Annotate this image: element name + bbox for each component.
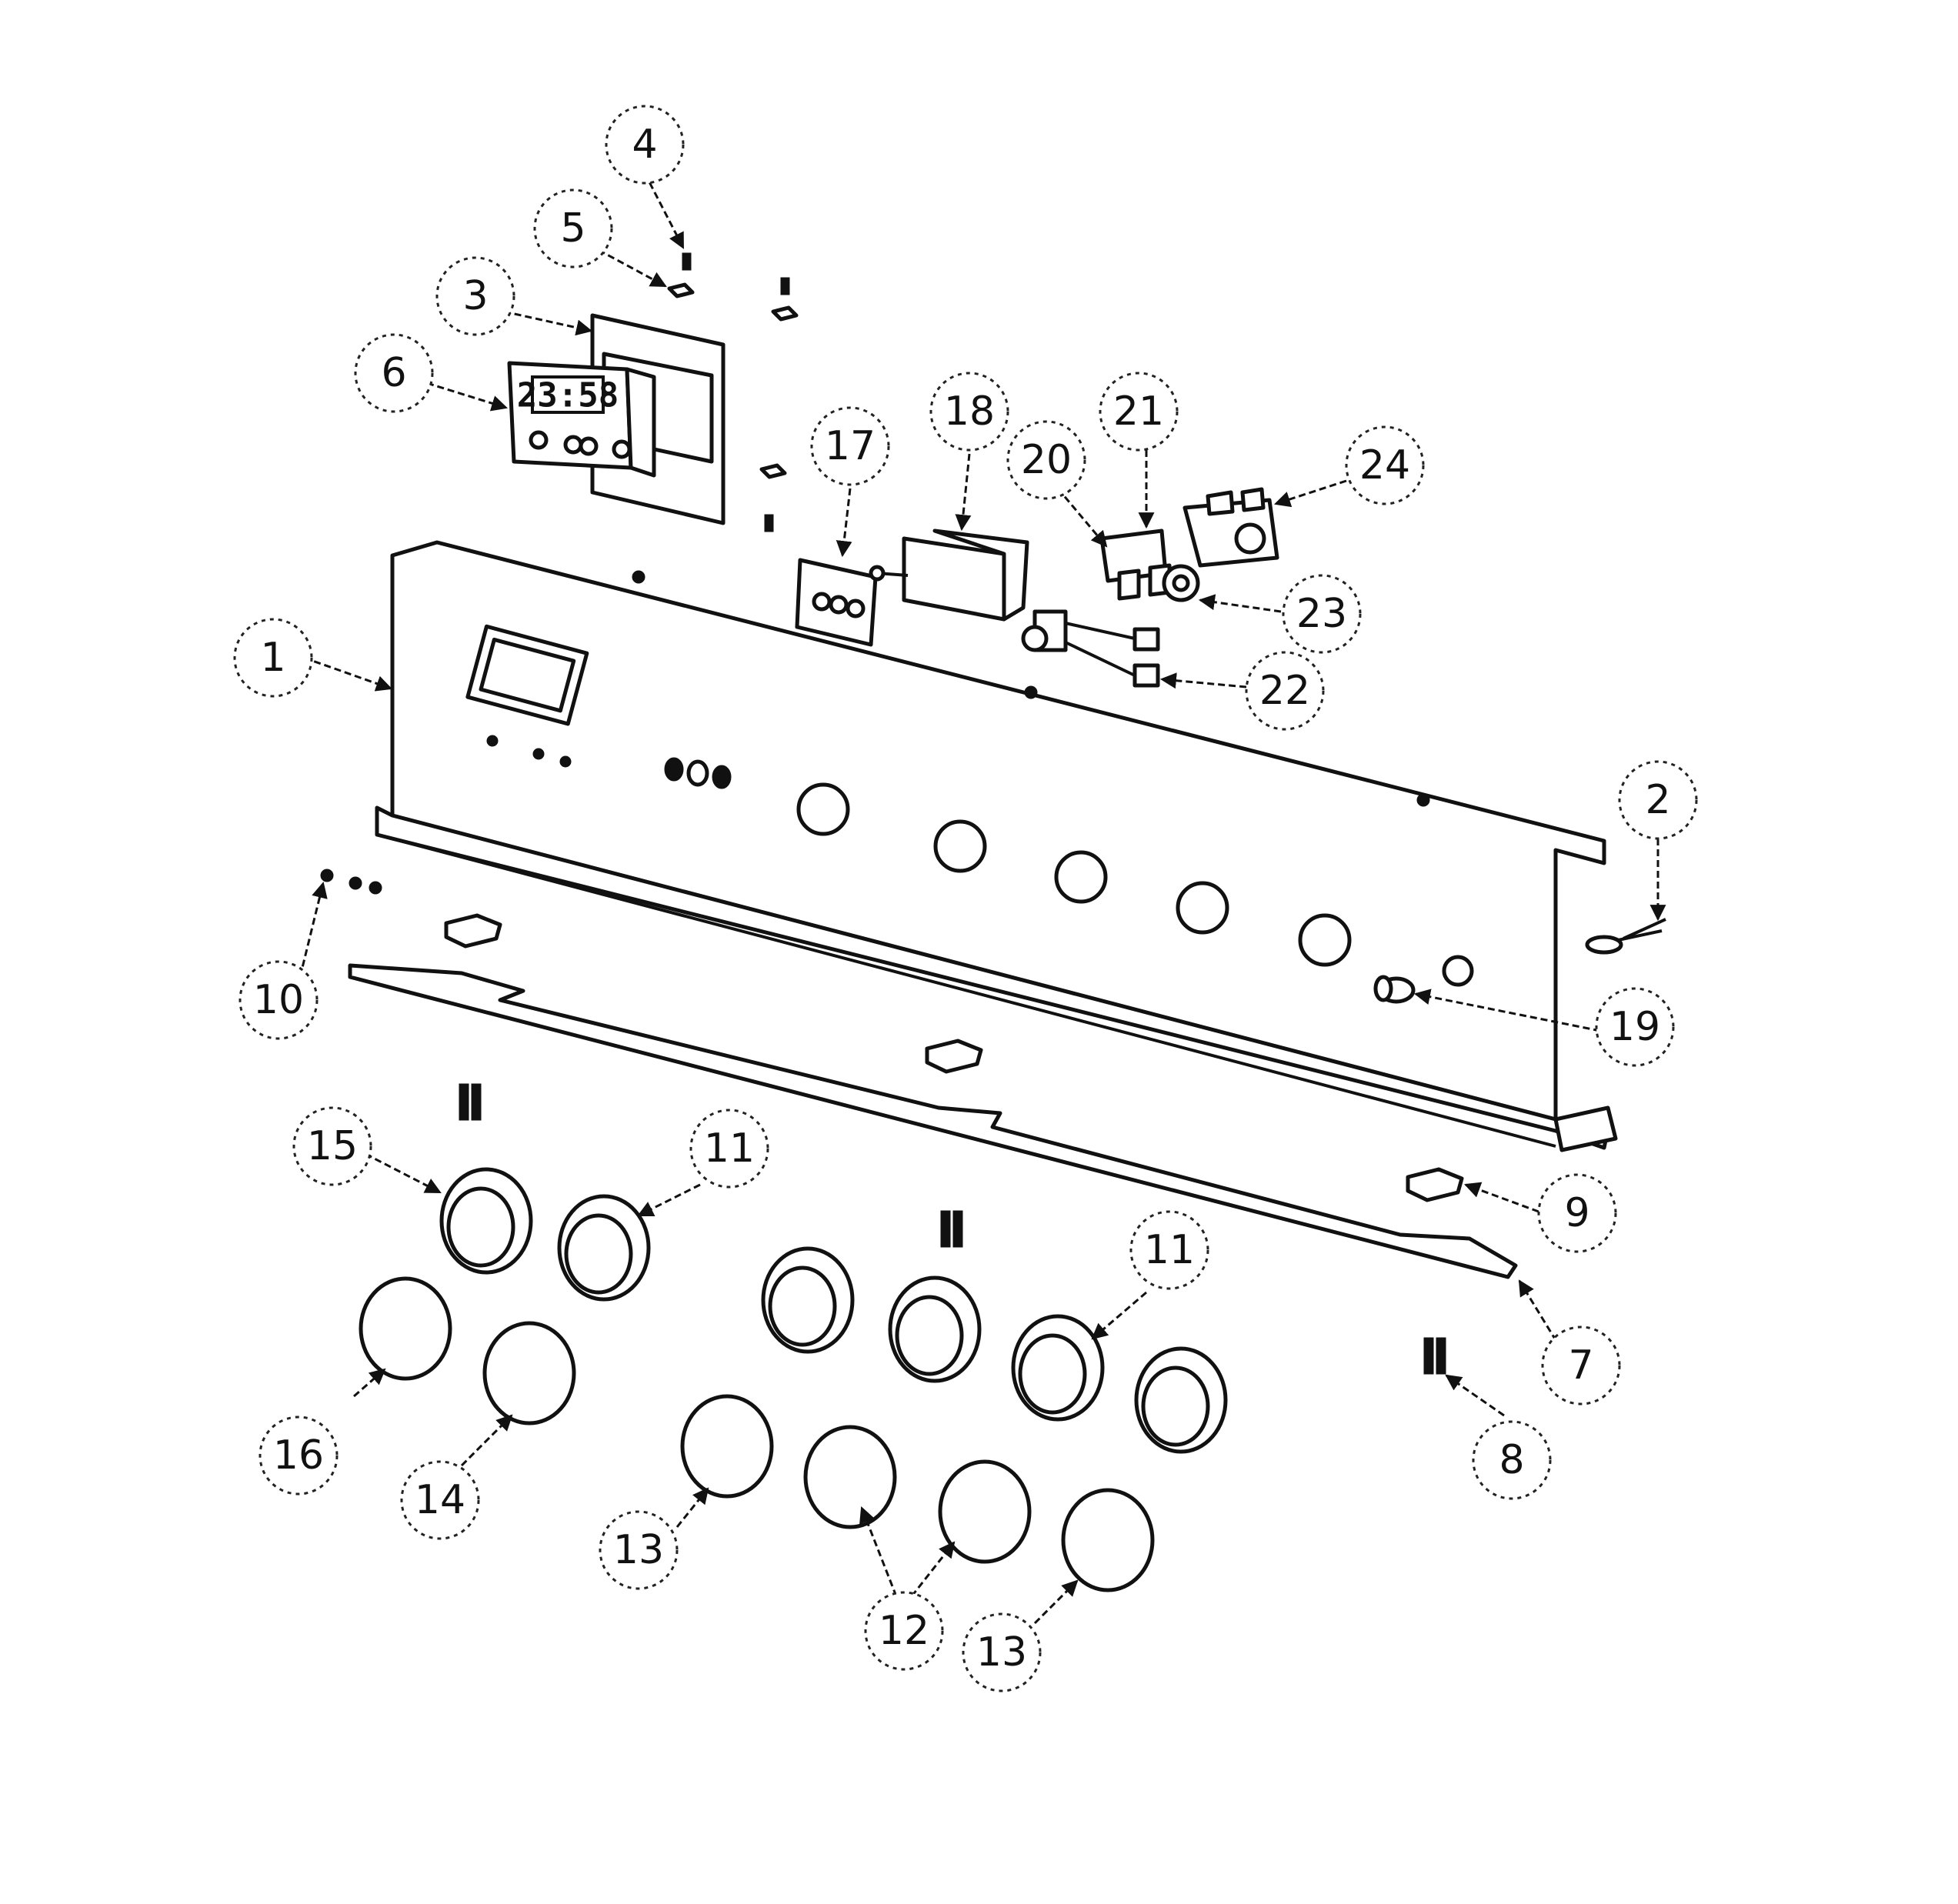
svg-text:21: 21	[1113, 388, 1164, 435]
clip-nuts	[444, 913, 1464, 1202]
callout-16: 16	[259, 1415, 339, 1496]
callout-1: 1	[233, 618, 313, 698]
timer-display-readout: 23:58	[517, 376, 619, 415]
svg-text:15: 15	[307, 1123, 358, 1169]
selector-switch	[869, 529, 1029, 622]
svg-text:4: 4	[632, 122, 657, 168]
svg-text:9: 9	[1564, 1190, 1589, 1236]
callout-7: 7	[1541, 1325, 1621, 1405]
svg-text:18: 18	[944, 388, 995, 435]
callout-13: 13	[599, 1510, 679, 1590]
callout-24: 24	[1345, 425, 1425, 505]
callout-4: 4	[605, 105, 685, 185]
indicator-lamp	[1373, 975, 1416, 1004]
control-knobs	[359, 1276, 1155, 1592]
callouts: 1 2 3 4 5 6 7 8	[233, 105, 1698, 1692]
svg-text:13: 13	[613, 1527, 664, 1573]
callout-6: 6	[354, 333, 434, 413]
knob-bezels	[439, 1167, 1228, 1454]
callout-2: 2	[1618, 760, 1698, 840]
svg-text:14: 14	[415, 1477, 465, 1523]
callout-20: 20	[1006, 420, 1086, 500]
svg-text:5: 5	[560, 205, 585, 252]
microswitch	[1099, 529, 1172, 601]
callout-13: 13	[962, 1612, 1042, 1692]
svg-text:17: 17	[825, 423, 876, 469]
svg-text:1: 1	[260, 635, 285, 681]
screws	[320, 252, 1446, 1375]
svg-text:13: 13	[976, 1629, 1027, 1676]
callout-15: 15	[292, 1106, 372, 1186]
callout-12: 12	[864, 1591, 944, 1671]
ignition-switch	[1021, 609, 1160, 688]
svg-text:22: 22	[1259, 668, 1310, 714]
svg-text:8: 8	[1499, 1437, 1524, 1483]
igniter-wire	[1585, 918, 1666, 955]
svg-text:7: 7	[1568, 1342, 1593, 1389]
control-panel	[375, 540, 1618, 1152]
trim-strip	[348, 963, 1518, 1279]
callout-9: 9	[1537, 1173, 1617, 1253]
callout-19: 19	[1595, 987, 1675, 1067]
svg-text:24: 24	[1359, 442, 1410, 489]
svg-text:12: 12	[879, 1608, 929, 1654]
callout-18: 18	[929, 372, 1009, 452]
callout-11: 11	[1129, 1210, 1209, 1290]
svg-text:6: 6	[381, 350, 406, 396]
callout-10: 10	[238, 960, 319, 1040]
callout-22: 22	[1245, 651, 1325, 731]
callout-3: 3	[435, 256, 515, 336]
svg-text:20: 20	[1021, 437, 1072, 483]
svg-text:16: 16	[273, 1432, 324, 1479]
svg-text:11: 11	[704, 1125, 755, 1172]
svg-text:23: 23	[1296, 591, 1347, 637]
knob-holder	[1182, 487, 1279, 568]
svg-text:19: 19	[1609, 1004, 1660, 1050]
svg-text:3: 3	[462, 273, 488, 319]
callout-5: 5	[533, 188, 613, 268]
callout-11: 11	[689, 1109, 769, 1189]
svg-text:11: 11	[1144, 1227, 1195, 1273]
callout-14: 14	[400, 1460, 480, 1540]
svg-text:10: 10	[253, 977, 304, 1023]
callout-23: 23	[1282, 574, 1362, 654]
spring-washer	[1162, 564, 1200, 602]
terminal-block-holes	[812, 592, 866, 619]
callout-8: 8	[1472, 1420, 1552, 1500]
digital-timer: 23:58	[507, 361, 656, 478]
svg-text:2: 2	[1645, 777, 1670, 823]
callout-17: 17	[810, 406, 890, 486]
callout-21: 21	[1099, 372, 1179, 452]
